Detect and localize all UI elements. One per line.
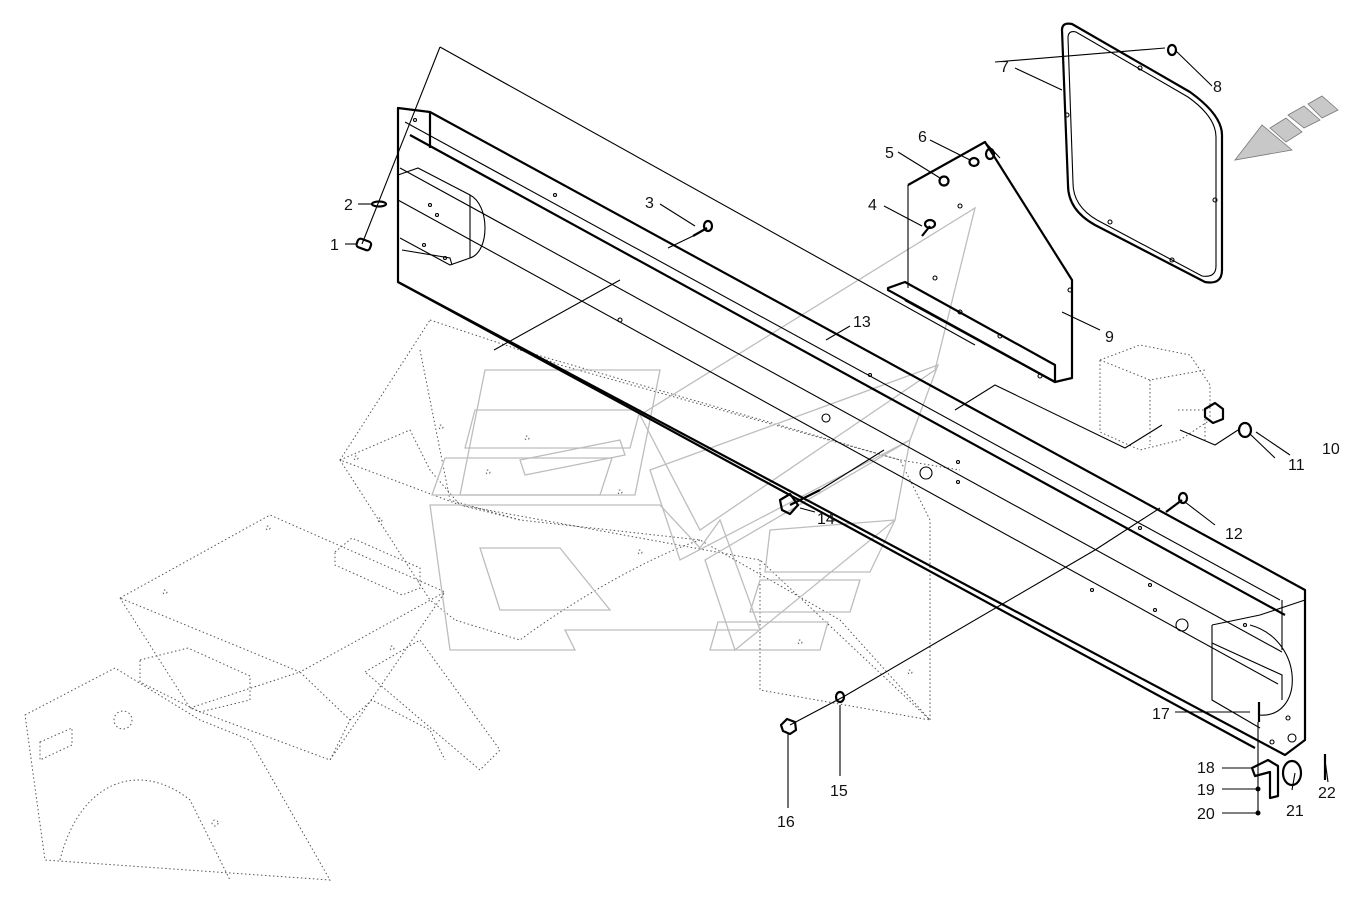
- callout-labels: 1 2 3 4 5 6 7 8 9 10 11 12 13 14 15 16 1…: [330, 59, 1340, 831]
- callout-2: 2: [344, 197, 353, 214]
- callout-13: 13: [853, 314, 871, 331]
- callout-21: 21: [1286, 803, 1304, 820]
- callout-15: 15: [830, 783, 848, 800]
- callout-22: 22: [1318, 785, 1336, 802]
- callout-1: 1: [330, 237, 339, 254]
- callout-5: 5: [885, 145, 894, 162]
- callout-14: 14: [817, 511, 835, 528]
- main-beam: [396, 106, 1307, 757]
- callout-19: 19: [1197, 782, 1215, 799]
- callout-12: 12: [1225, 526, 1243, 543]
- callout-11: 11: [1288, 457, 1305, 474]
- chassis-frame-background: [24, 319, 1211, 881]
- callout-6: 6: [918, 129, 927, 146]
- callout-16: 16: [777, 814, 795, 831]
- callout-17: 17: [1152, 706, 1170, 723]
- watermark-logo: [429, 206, 977, 652]
- hardware-parts: [355, 43, 1327, 816]
- mud-flap: [1060, 22, 1224, 284]
- callout-10: 10: [1322, 441, 1340, 458]
- callout-18: 18: [1197, 760, 1215, 777]
- leader-lines: [345, 46, 1329, 814]
- direction-arrow-icon: [1234, 95, 1339, 161]
- callout-4: 4: [868, 197, 877, 214]
- callout-3: 3: [645, 195, 654, 212]
- bracket-plate: [886, 140, 1074, 384]
- callout-7: 7: [1000, 59, 1009, 76]
- callout-8: 8: [1213, 79, 1222, 96]
- callout-9: 9: [1105, 329, 1114, 346]
- callout-20: 20: [1197, 806, 1215, 823]
